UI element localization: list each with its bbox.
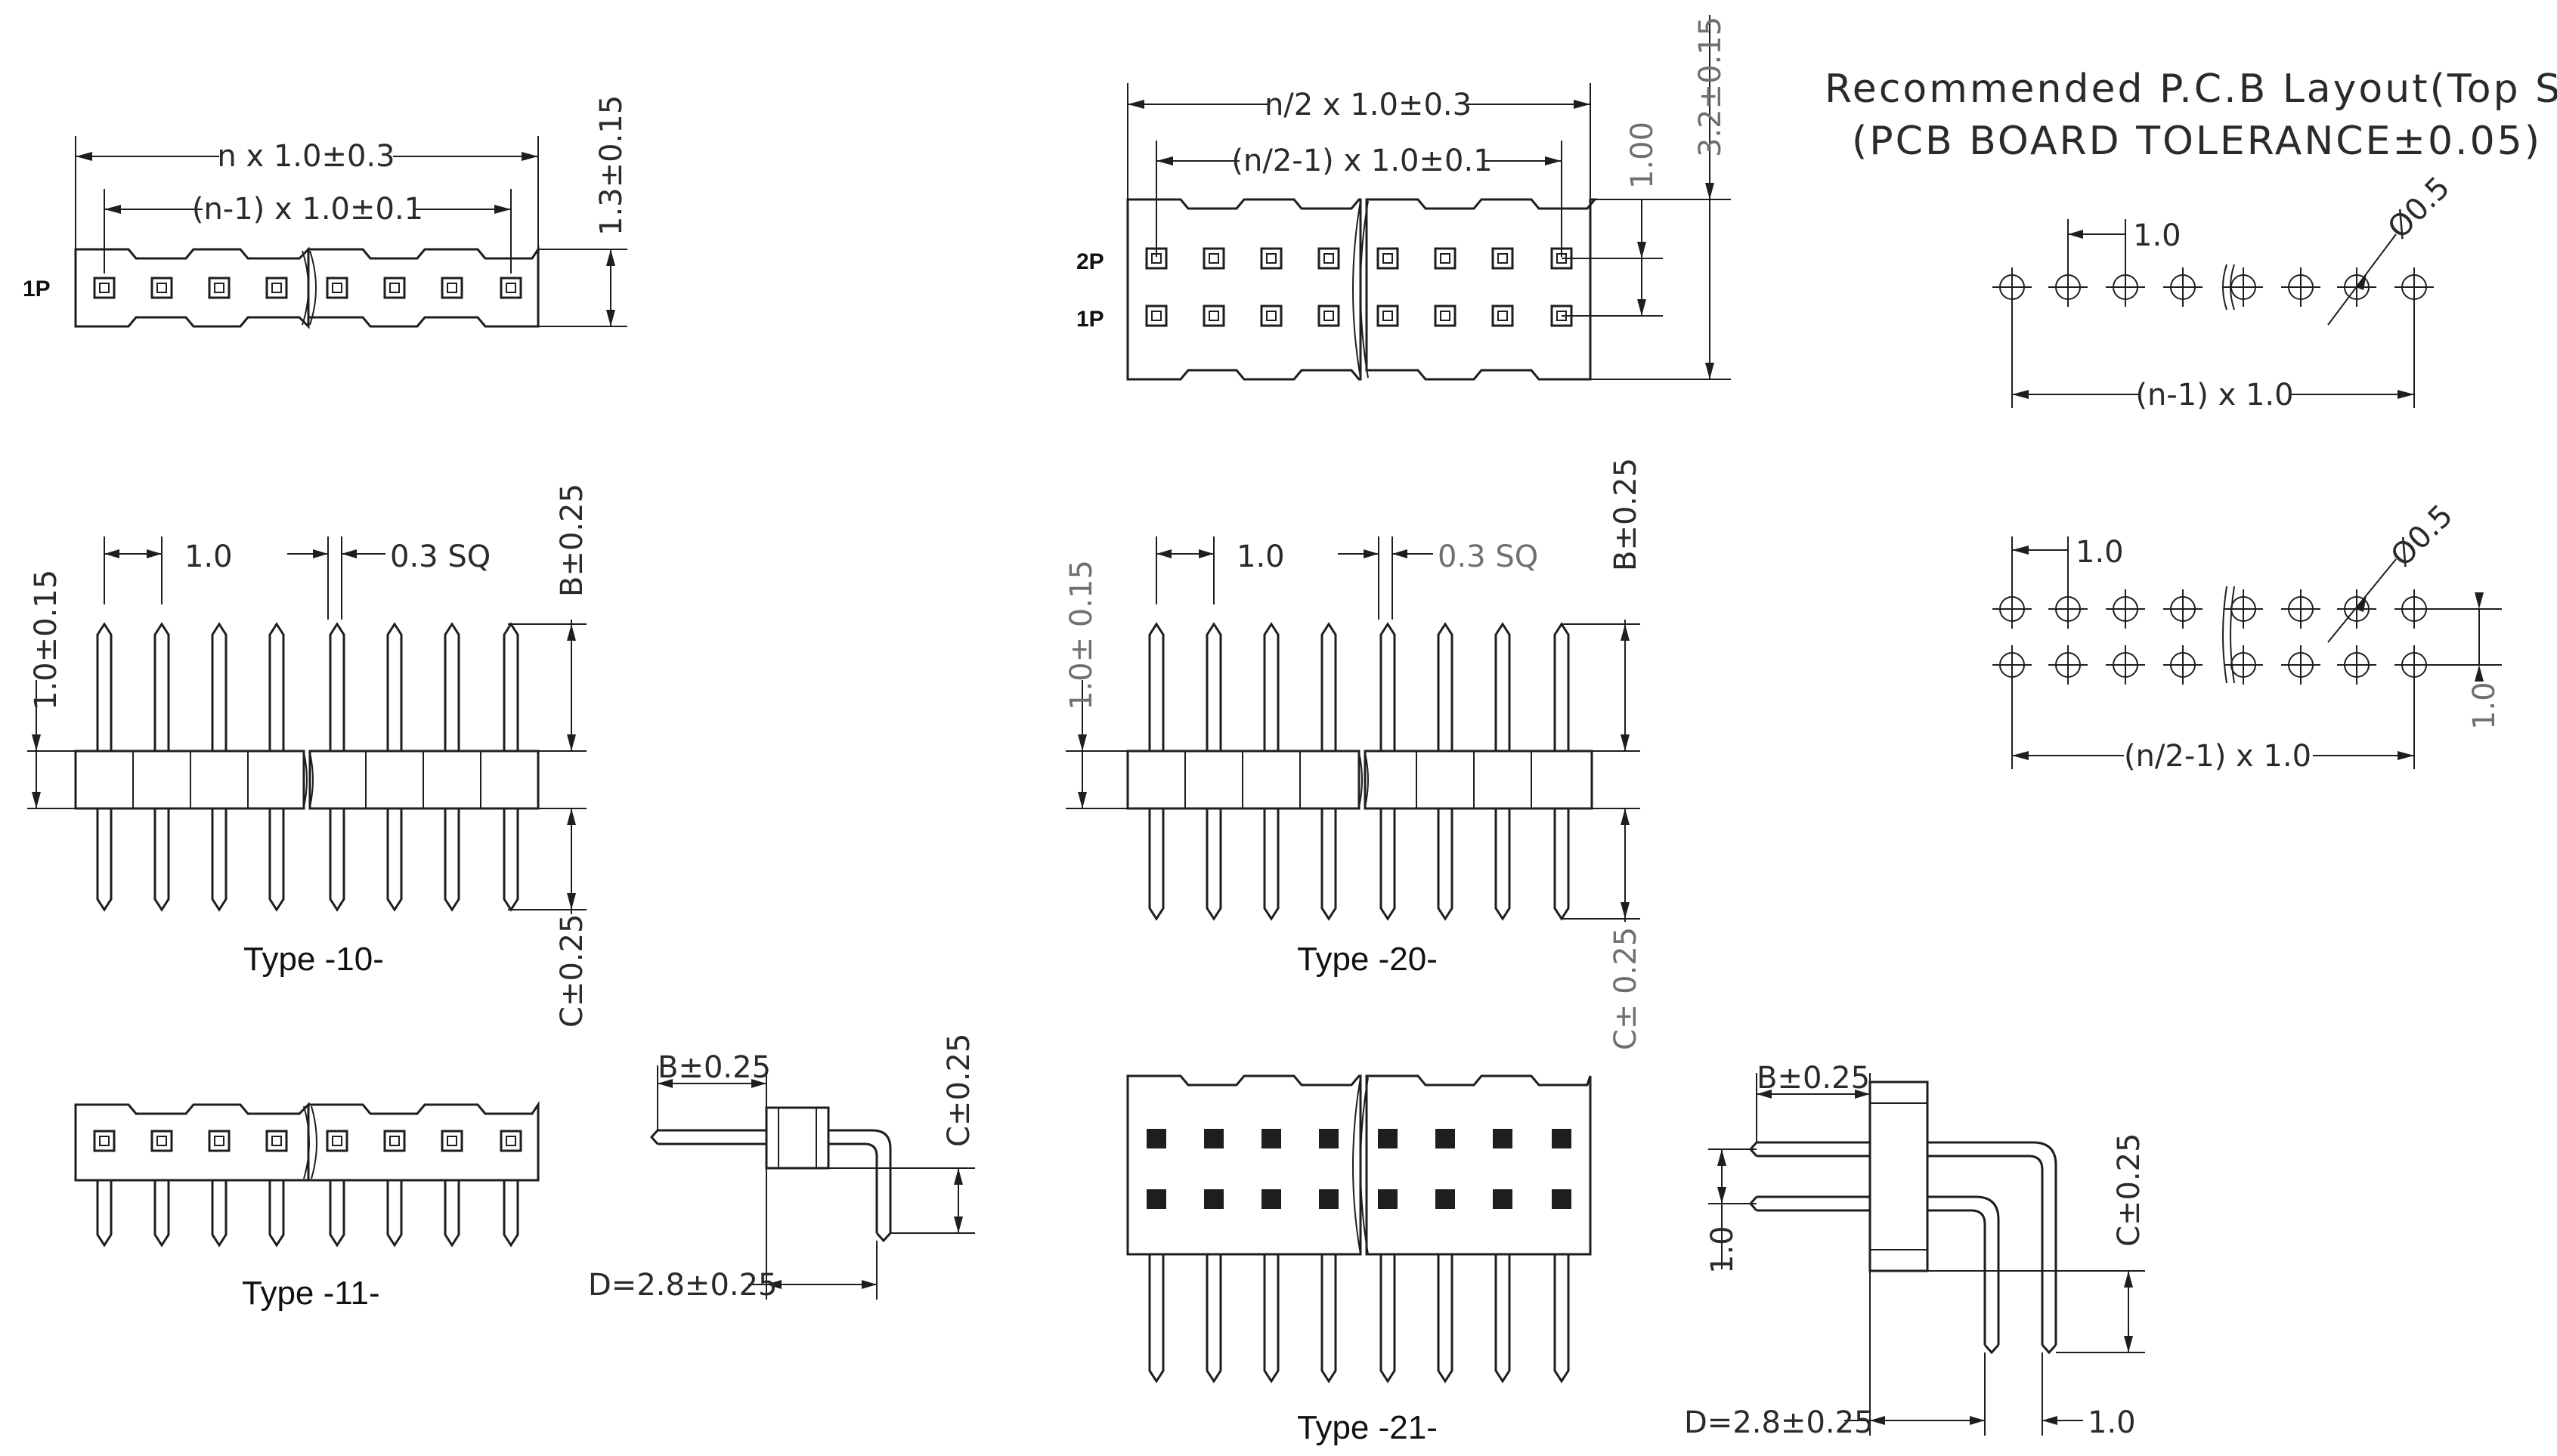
pcb-layout-title: Recommended P.C.B Layout(Top Side) — [1825, 66, 2557, 112]
type20-b-dim: B±0.25 — [1608, 458, 1643, 571]
type21-label: Type -21- — [1297, 1409, 1438, 1446]
type21-c-dim: C±0.25 — [2112, 1133, 2147, 1247]
pcb-hole-diameter-top: Ø0.5 — [2382, 170, 2457, 246]
dual-row-housing-right — [1365, 198, 1598, 381]
pin — [1379, 1237, 1396, 1383]
single-row-housing — [74, 246, 310, 329]
type10-label: Type -10- — [243, 941, 384, 978]
type21-row-pitch: 1.0 — [1705, 1226, 1740, 1274]
type11-b-dim: B±0.25 — [658, 1050, 771, 1085]
pin — [1320, 1237, 1337, 1383]
pcb-span-top: (n-1) x 1.0 — [2135, 378, 2293, 413]
dual-row-pitch-dim: 1.00 — [1625, 122, 1660, 189]
pin-pad — [1319, 1189, 1339, 1209]
type21-d-dim: D=2.8±0.25 — [1684, 1405, 1874, 1440]
type11-view: Type -11- B±0.25 C±0.25 D=2.8±0.25 — [74, 1033, 977, 1312]
type20-pin-size: 0.3 SQ — [1438, 539, 1538, 574]
pin-pad — [1147, 1129, 1166, 1148]
pin-pad — [1378, 1189, 1398, 1209]
type11-label: Type -11- — [242, 1275, 380, 1312]
pin1-label-dual: 1P — [1076, 307, 1104, 332]
single-row-housing-right — [307, 246, 540, 328]
pcb-tolerance-note: (PCB BOARD TOLERANCE±0.05) — [1852, 119, 2542, 164]
pcb-hole-diameter-bottom: Ø0.5 — [2385, 498, 2460, 573]
single-row-top-view: 1P n x 1.0±0.3 (n-1) x 1.0±0.1 1.3±0.15 — [23, 95, 629, 329]
type20-c-dim: C± 0.25 — [1608, 927, 1643, 1050]
pin-pad — [1435, 1129, 1455, 1148]
type20-label: Type -20- — [1297, 941, 1438, 978]
pin-pad — [326, 1130, 348, 1152]
pin-pad — [1261, 1129, 1281, 1148]
type21-pitch: 1.0 — [2088, 1405, 2136, 1440]
pin — [1206, 1237, 1222, 1383]
overall-length-dim: n x 1.0±0.3 — [217, 139, 395, 174]
type10-insulator-dim: 1.0±0.15 — [29, 570, 63, 710]
type20-insulator-dim: 1.0± 0.15 — [1064, 560, 1099, 710]
type10-pitch: 1.0 — [184, 539, 233, 574]
pin — [1148, 1237, 1165, 1383]
height-dim: 1.3±0.15 — [594, 95, 629, 236]
pin-pad — [1493, 1189, 1512, 1209]
pin1-label: 1P — [23, 277, 51, 301]
pin-pad — [1317, 247, 1340, 270]
pin-pad — [1319, 1129, 1339, 1148]
pin-pad — [1435, 1189, 1455, 1209]
pin — [1494, 1237, 1511, 1383]
pcb-layout: Recommended P.C.B Layout(Top Side) (PCB … — [1825, 66, 2557, 774]
pin-pad — [1491, 247, 1514, 270]
pin2-label: 2P — [1076, 249, 1104, 274]
dual-height-dim: 3.2±0.15 — [1693, 17, 1728, 157]
type21-b-dim: B±0.25 — [1757, 1061, 1870, 1096]
pin — [1263, 1237, 1280, 1383]
dual-overall-dim: n/2 x 1.0±0.3 — [1265, 88, 1472, 122]
pcb-row-pitch: 1.0 — [2467, 682, 2502, 730]
pcb-span-bottom: (n/2-1) x 1.0 — [2124, 739, 2311, 774]
pcb-pitch-top: 1.0 — [2133, 218, 2181, 253]
pin-pad — [1378, 1129, 1398, 1148]
pin-pad — [1552, 1189, 1571, 1209]
type11-d-dim: D=2.8±0.25 — [588, 1268, 778, 1303]
pitch-span-dim: (n-1) x 1.0±0.1 — [192, 192, 423, 227]
pin-pad — [1552, 1129, 1571, 1148]
pin-pad — [1261, 1189, 1281, 1209]
type21-view: Type -21- B±0.25 1.0 C±0.25 — [1126, 1061, 2147, 1446]
pin-pad — [208, 1130, 231, 1152]
type10-pin-size: 0.3 SQ — [390, 539, 491, 574]
type11-c-dim: C±0.25 — [942, 1033, 977, 1147]
pin-pad — [1493, 1129, 1512, 1148]
dual-row-top-view: 2P 1P n/2 x 1.0±0.3 (n/2-1) x 1.0±0.1 1.… — [1076, 15, 1731, 381]
pin — [1437, 1237, 1453, 1383]
dual-row-housing-left — [1126, 198, 1362, 381]
pin-pad — [1204, 1189, 1224, 1209]
type10-b-dim: B±0.25 — [555, 484, 590, 597]
pcb-pitch-bottom: 1.0 — [2076, 535, 2124, 570]
pin-pad — [1147, 1189, 1166, 1209]
dual-pitch-span-dim: (n/2-1) x 1.0±0.1 — [1231, 144, 1492, 178]
pin — [1553, 1237, 1570, 1383]
pin-pad — [1204, 1129, 1224, 1148]
type20-view: 1.0 0.3 SQ 1.0± 0.15 B±0.25 C± 0.25 Type… — [1064, 458, 1643, 1050]
type10-c-dim: C±0.25 — [555, 913, 590, 1028]
type20-insulator-right — [1364, 750, 1593, 810]
type10-view: 1.0 0.3 SQ 1.0±0.15 B±0.25 C±0.25 Type -… — [27, 484, 590, 1028]
type20-pitch: 1.0 — [1237, 539, 1285, 574]
